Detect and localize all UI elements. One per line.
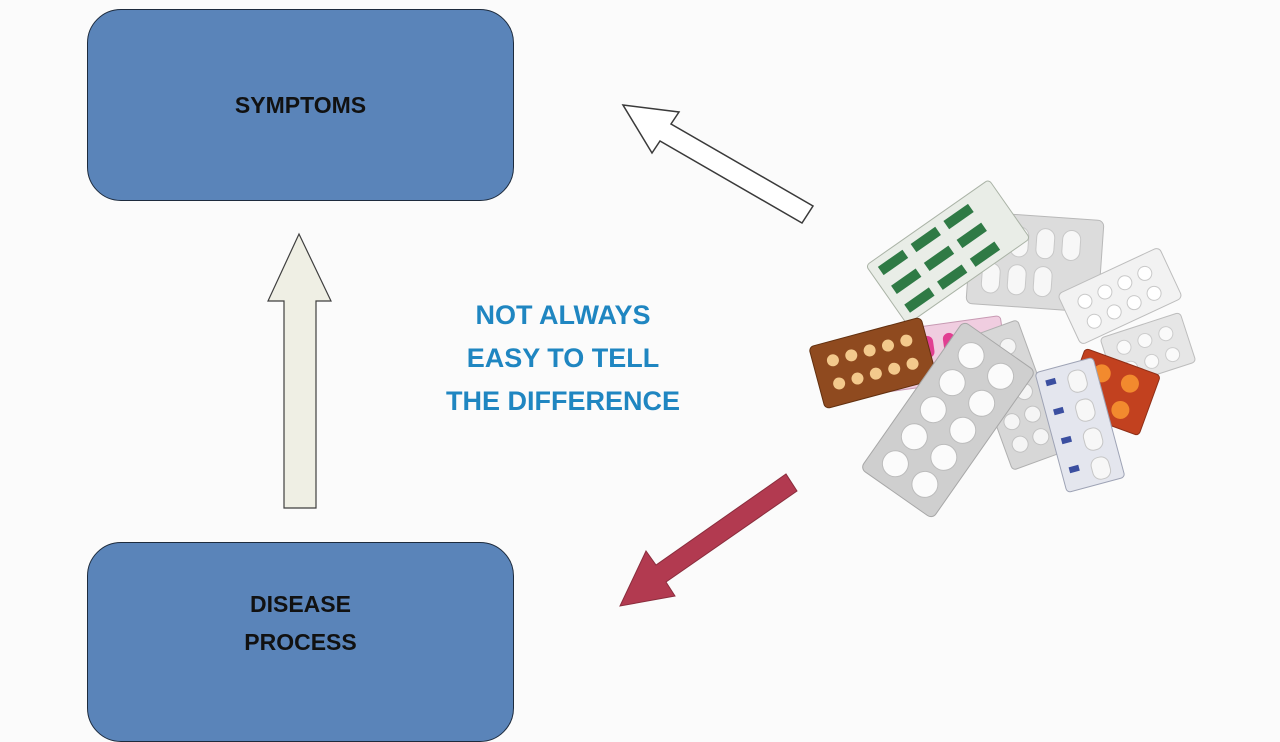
symptoms-label: SYMPTOMS [234,92,367,118]
diagram-arrows-and-image [267,104,1196,607]
outline-arrow-icon [621,104,815,225]
red-arrow-icon [619,473,798,607]
up-arrow-icon [267,232,332,509]
not-always-easy-text: NOT ALWAYS EASY TO TELL THE DIFFERENCE [445,300,680,416]
symptoms-box: SYMPTOMS [87,9,514,201]
disease-process-label: DISEASE PROCESS [244,591,357,655]
medicine-pills-icon [809,180,1196,518]
